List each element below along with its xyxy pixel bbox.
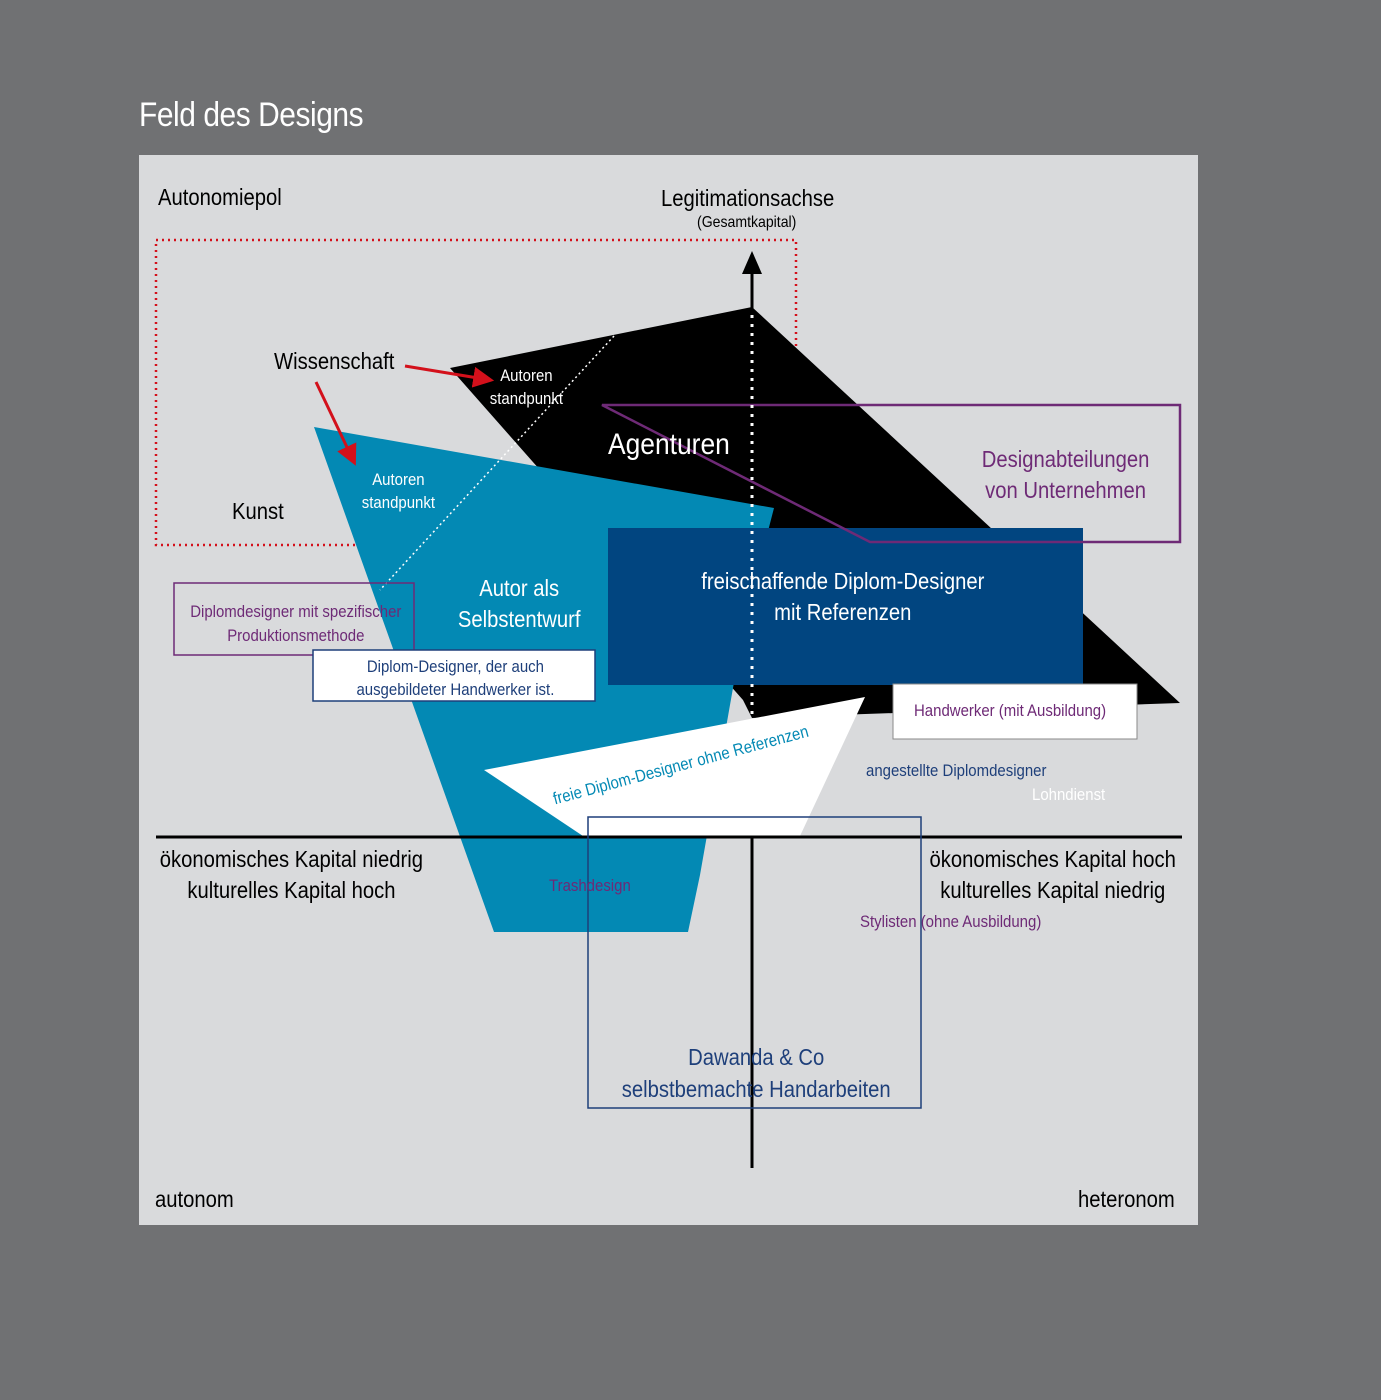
- diplomdesigner-spez-label: Diplomdesigner mit spezifischer Produkti…: [190, 602, 402, 645]
- gesamtkapital-label: (Gesamtkapital): [697, 214, 797, 231]
- designabteilungen-outline: [601, 403, 1182, 544]
- black-standpoint-label: Autoren standpunkt: [489, 366, 564, 408]
- autor-selbstentwurf-label: Autor als Selbstentwurf: [457, 575, 581, 632]
- diplomdesigner-spez-box: [173, 582, 415, 656]
- autonomiepol-label: Autonomiepol: [158, 184, 282, 210]
- vertical-axis-arrowhead: [742, 251, 762, 274]
- legitimationsachse-label: Legitimationsachse: [661, 185, 835, 211]
- handwerker-box: [892, 683, 1138, 740]
- heteronom-label: heteronom: [1078, 1186, 1175, 1212]
- kunst-label: Kunst: [232, 498, 284, 524]
- freischaffende-label: freischaffende Diplom-Designer mit Refer…: [701, 568, 985, 625]
- designabteilungen-label: Designabteilungen von Unternehmen: [981, 446, 1150, 503]
- diplom-handwerker-label: Diplom-Designer, der auch ausgebildeter …: [356, 657, 555, 699]
- wissenschaft-arrow-down: [314, 381, 357, 466]
- diplom-handwerker-box: [312, 649, 596, 702]
- axis-right-label: ökonomisches Kapital hoch kulturelles Ka…: [929, 846, 1176, 903]
- freischaffende-box: [608, 528, 1083, 685]
- autonom-label: autonom: [155, 1186, 234, 1212]
- wissenschaft-arrow-right: [404, 364, 495, 388]
- angestellte-label: angestellte Diplomdesigner: [866, 761, 1047, 780]
- axis-left-label: ökonomisches Kapital niedrig kulturelles…: [159, 846, 424, 903]
- agenturen-label: Agenturen: [608, 428, 730, 461]
- blue-standpoint-label: Autoren standpunkt: [361, 470, 436, 512]
- wissenschaft-label: Wissenschaft: [274, 348, 395, 374]
- page-title: Feld des Designs: [139, 96, 364, 134]
- trashdesign-label: Trashdesign: [549, 876, 631, 895]
- stylisten-label: Stylisten (ohne Ausbildung): [860, 912, 1042, 931]
- freie-designer-shape: [484, 697, 865, 836]
- lohndienst-label: Lohndienst: [1032, 785, 1106, 804]
- handwerker-label: Handwerker (mit Ausbildung): [914, 701, 1107, 720]
- dawanda-label: Dawanda & Co selbstbemachte Handarbeiten: [621, 1044, 891, 1102]
- dawanda-box: [587, 816, 922, 1109]
